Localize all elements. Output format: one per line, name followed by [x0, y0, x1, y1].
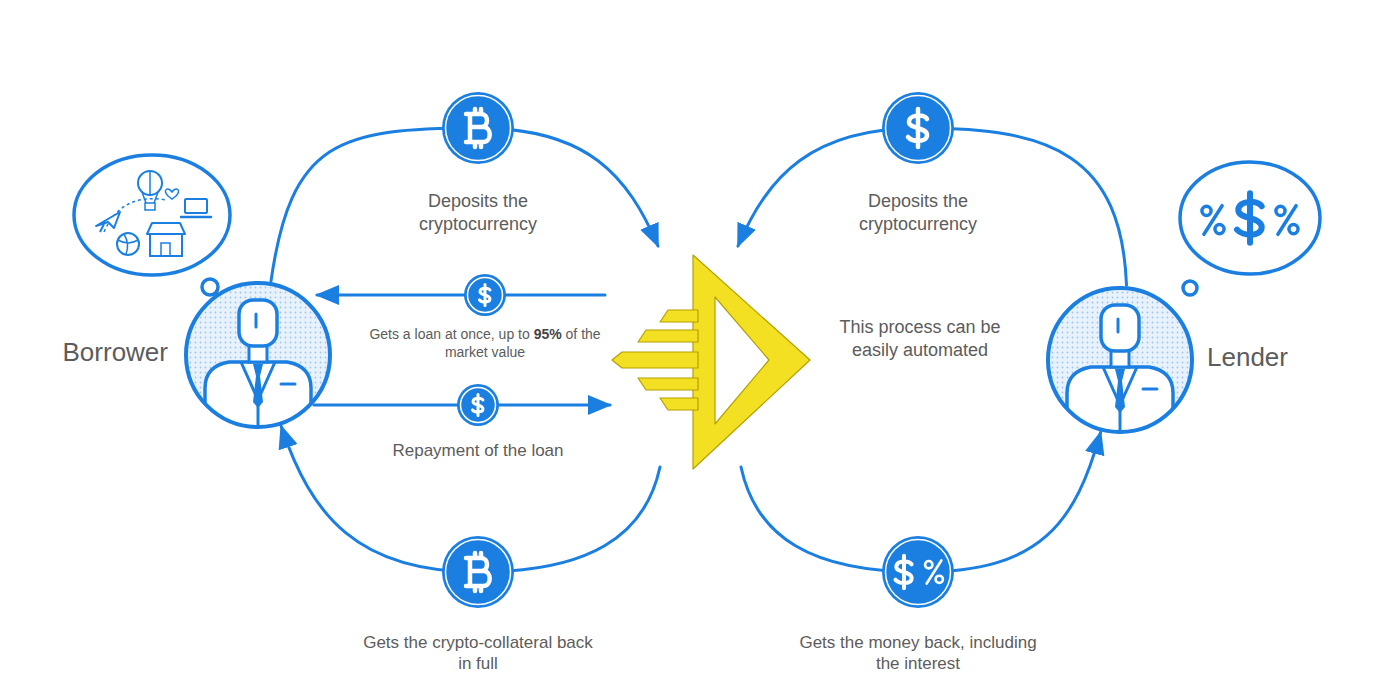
actor-name: Borrower: [33, 336, 168, 369]
dollar-symbol: [473, 395, 483, 416]
balloon-basket: [145, 203, 155, 210]
logo-stripe: [612, 352, 698, 368]
icon-ring: [446, 96, 511, 161]
edge-label-slot: Deposits the cryptocurrency: [833, 190, 1003, 235]
icon-disc: [442, 536, 514, 608]
percent-dot: [1289, 225, 1298, 234]
person-circle-border: [1048, 288, 1192, 432]
person-head: [1101, 305, 1139, 351]
icon-disc: [882, 536, 954, 608]
person-figure: [183, 280, 333, 432]
percent-dot: [1215, 225, 1224, 234]
shop-door: [161, 243, 170, 256]
edge-label: Deposits the cryptocurrency: [833, 190, 1003, 235]
percent-slash: [1204, 206, 1222, 235]
person-lapels: [1103, 367, 1137, 437]
percent-dot: [1202, 206, 1211, 215]
balloon-icon: [142, 171, 158, 203]
emphasis-number: 95%: [534, 326, 562, 342]
icon-ring: [886, 540, 951, 605]
person-face-mark: [1117, 319, 1120, 332]
edge-label: Gets the crypto-collateral back in full: [358, 632, 598, 675]
logo-shape: [598, 252, 813, 472]
logo-stripe: [638, 330, 698, 342]
thought-bubble: [74, 155, 230, 275]
person-tie: [253, 364, 263, 408]
dot-texture: [183, 280, 333, 430]
actor-name: Lender: [1207, 341, 1337, 374]
percent-slash: [927, 560, 942, 583]
shop-icon: [150, 234, 182, 256]
person-figure: [1045, 285, 1195, 437]
thought-bubble-tail: [202, 279, 218, 295]
person-body: [1067, 367, 1173, 437]
person-face-mark: [255, 314, 258, 327]
hub-node: This process can be easily automated: [598, 252, 813, 472]
edge-label-slot: Gets a loan at once, up to 95% of the ma…: [365, 326, 605, 361]
person-lapels: [241, 362, 275, 432]
icon-disc: [464, 274, 506, 316]
actor-node: Borrower: [183, 280, 333, 430]
edge-label: Deposits the cryptocurrency: [393, 190, 563, 235]
dot-texture: [1045, 285, 1195, 435]
edge-label-slot: Deposits the cryptocurrency: [393, 190, 563, 235]
edge-label: Repayment of the loan: [348, 440, 608, 461]
flow-arrow: [317, 294, 605, 297]
dollar-symbol: [480, 285, 490, 306]
actor-node: Lender: [1045, 285, 1195, 435]
percent-slash: [1278, 206, 1296, 235]
percent-dot: [1276, 206, 1285, 215]
globe-icon: [117, 233, 139, 255]
bitcoin-symbol: [466, 553, 490, 591]
icon-ring: [468, 278, 503, 313]
logo-stripe: [638, 378, 698, 390]
heart-icon: [165, 189, 178, 199]
person-head: [239, 300, 277, 346]
plane-icon: [96, 212, 120, 232]
edge-label-slot: Gets the crypto-collateral back in full: [358, 632, 598, 675]
bitcoin-symbol: [466, 109, 490, 147]
thought-bubble: [1180, 162, 1320, 274]
person-icon: [183, 280, 333, 430]
dollar-symbol: [908, 109, 927, 147]
edge-label-slot: Gets the money back, including the inter…: [798, 632, 1038, 675]
person-body: [205, 362, 311, 432]
thought-bubble-tail: [1183, 281, 1197, 295]
text-slot: This process can be easily automated: [820, 316, 1020, 361]
person-pocket: [1143, 388, 1157, 391]
person-circle-border: [186, 283, 330, 427]
icon-ring: [886, 96, 951, 161]
icon-disc: [457, 384, 499, 426]
icon-ring: [461, 388, 496, 423]
dollar-symbol: [896, 556, 912, 588]
person-icon: [1045, 285, 1195, 435]
edge-label: Gets a loan at once, up to 95% of the ma…: [365, 326, 605, 361]
globe-icon: [118, 234, 138, 254]
text-slot: Borrower: [33, 336, 168, 369]
person-tie: [1115, 369, 1125, 413]
icon-disc: [442, 92, 514, 164]
percent-dot: [936, 576, 943, 583]
laptop-base: [181, 216, 211, 219]
percent-dot: [925, 561, 932, 568]
laptop-icon: [185, 199, 207, 213]
icon-disc: [882, 92, 954, 164]
text-slot: Lender: [1207, 341, 1337, 374]
shop-awning: [147, 223, 185, 234]
dollar-symbol: [1237, 193, 1262, 242]
logo-chevron: [693, 255, 810, 469]
edge-label: Gets the money back, including the inter…: [798, 632, 1038, 675]
logo-stripe: [660, 310, 698, 322]
logo-stripe: [660, 398, 698, 410]
process-note: This process can be easily automated: [820, 316, 1020, 361]
edge-label-slot: Repayment of the loan: [348, 440, 608, 461]
person-pocket: [281, 383, 295, 386]
icon-ring: [446, 540, 511, 605]
